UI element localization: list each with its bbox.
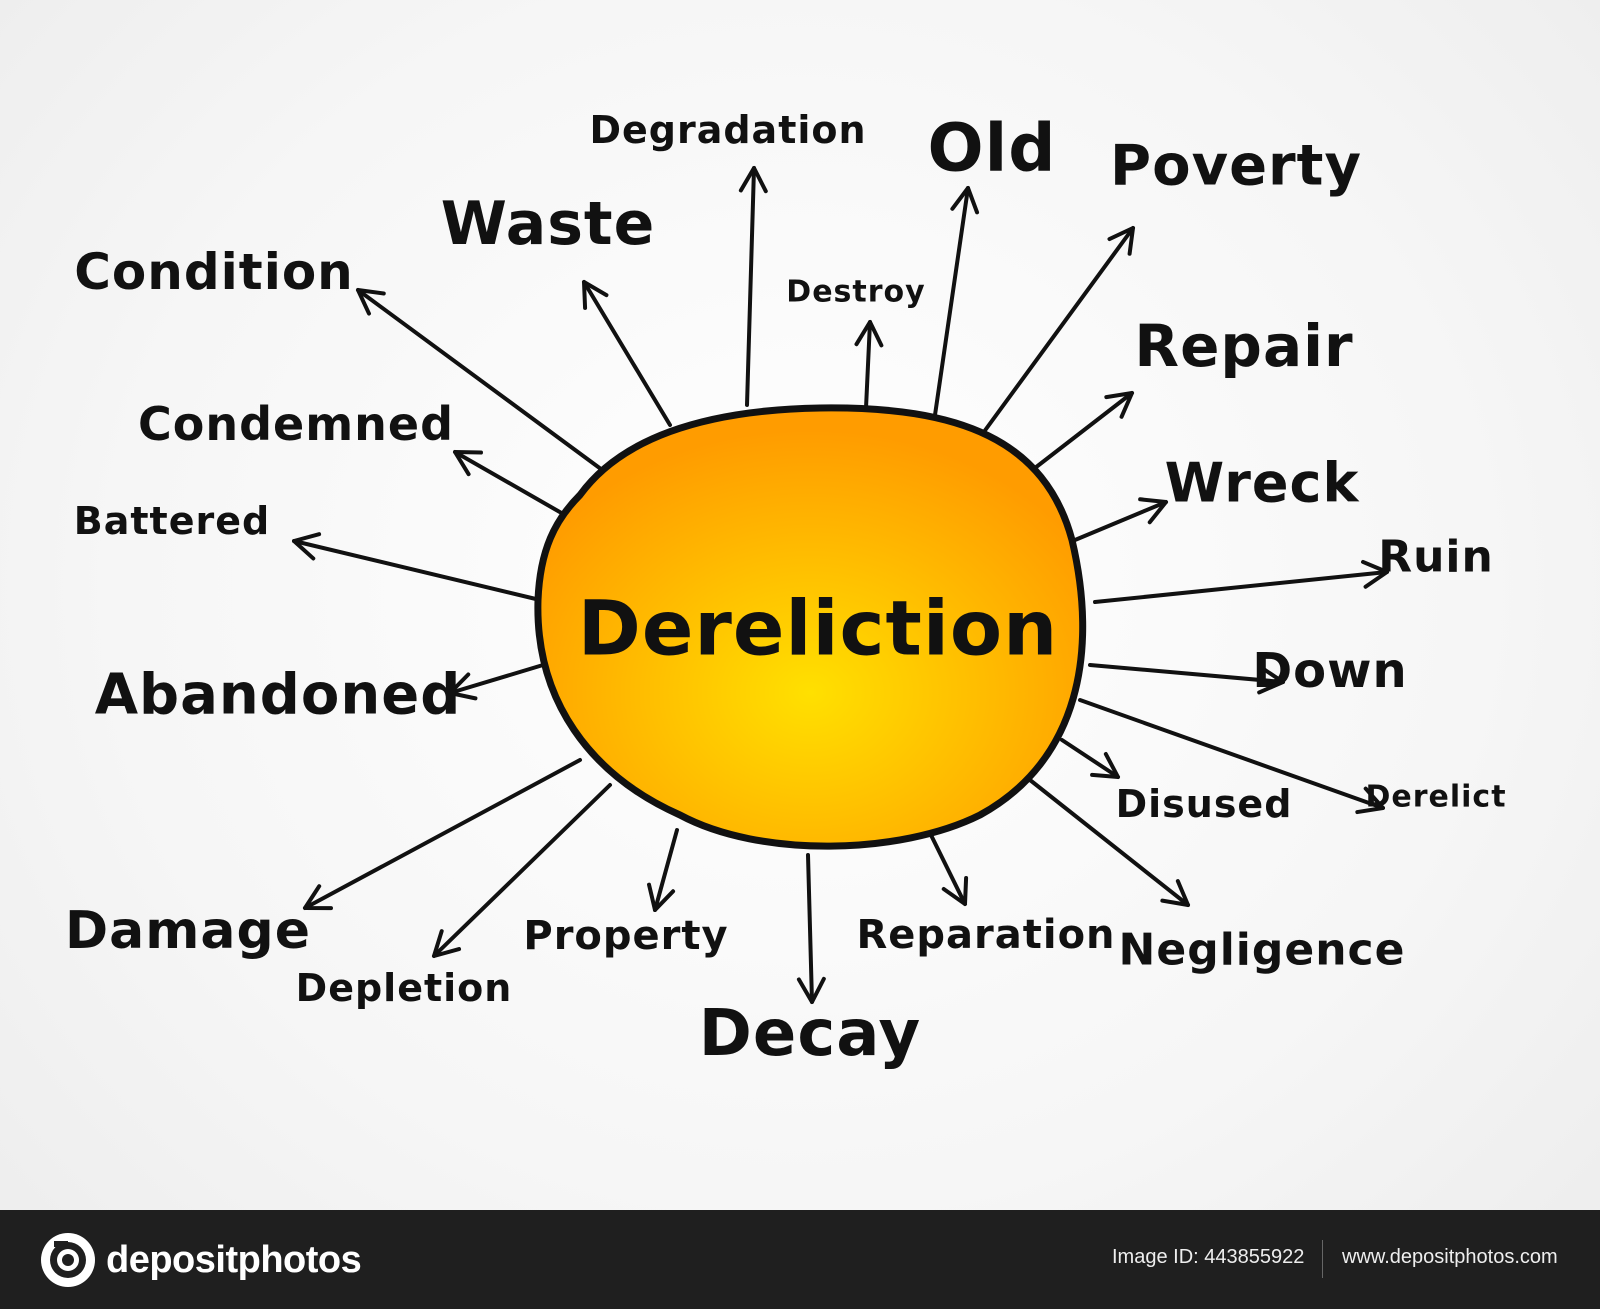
arrow-to-wreck xyxy=(1073,497,1168,542)
word-condition: Condition xyxy=(74,243,354,301)
word-disused: Disused xyxy=(1115,782,1293,826)
arrow-to-property xyxy=(647,828,679,912)
word-waste: Waste xyxy=(440,189,656,259)
arrow-to-derelict xyxy=(1078,698,1385,815)
arrow-to-depletion xyxy=(432,783,612,958)
arrow-to-destroy xyxy=(854,320,884,410)
arrow-to-condition xyxy=(356,288,607,474)
arrow-to-condemned xyxy=(453,450,567,517)
word-destroy: Destroy xyxy=(786,274,926,310)
arrow-to-reparation xyxy=(928,831,969,906)
camera-logo-icon xyxy=(41,1233,95,1287)
arrow-to-ruin xyxy=(1093,559,1389,604)
word-battered: Battered xyxy=(73,499,271,543)
arrow-to-degradation xyxy=(738,166,768,407)
word-decay: Decay xyxy=(698,997,922,1071)
arrow-to-decay xyxy=(796,853,826,1004)
footer-divider xyxy=(1322,1240,1323,1278)
word-ruin: Ruin xyxy=(1378,531,1494,583)
word-depletion: Depletion xyxy=(295,966,513,1010)
arrow-to-negligence xyxy=(1028,778,1190,907)
word-abandoned: Abandoned xyxy=(94,662,462,728)
arrow-to-battered xyxy=(292,532,542,602)
word-wreck: Wreck xyxy=(1164,451,1360,515)
central-hub-oval xyxy=(534,404,1087,850)
word-damage: Damage xyxy=(64,901,312,961)
connector-arrows xyxy=(292,166,1389,1004)
word-property: Property xyxy=(523,913,729,959)
footer-bar: depositphotos Image ID: 443855922 www.de… xyxy=(0,1210,1600,1309)
arrow-to-damage xyxy=(303,758,582,911)
arrow-to-abandoned xyxy=(448,663,545,701)
image-id: Image ID: 443855922 xyxy=(1112,1246,1305,1268)
brand-name: depositphotos xyxy=(106,1238,362,1281)
arrow-to-down xyxy=(1088,663,1285,695)
arrow-to-poverty xyxy=(976,226,1135,442)
word-condemned: Condemned xyxy=(137,397,455,451)
central-topic: Dereliction xyxy=(577,583,1059,673)
arrow-to-old xyxy=(933,186,980,417)
word-repair: Repair xyxy=(1134,312,1354,380)
mind-map: Dereliction Degradation Old Poverty Wast… xyxy=(64,108,1507,1071)
word-old: Old xyxy=(927,109,1057,187)
word-poverty: Poverty xyxy=(1110,133,1362,199)
arrow-to-waste xyxy=(582,280,672,427)
site-url[interactable]: www.depositphotos.com xyxy=(1342,1246,1558,1268)
arrow-to-disused xyxy=(1060,738,1120,779)
brand-logo[interactable]: depositphotos xyxy=(40,1232,362,1288)
word-degradation: Degradation xyxy=(589,108,867,152)
arrow-to-repair xyxy=(1020,391,1134,480)
word-negligence: Negligence xyxy=(1118,924,1406,976)
word-derelict: Derelict xyxy=(1365,779,1507,815)
word-down: Down xyxy=(1252,643,1408,699)
word-reparation: Reparation xyxy=(856,912,1116,958)
